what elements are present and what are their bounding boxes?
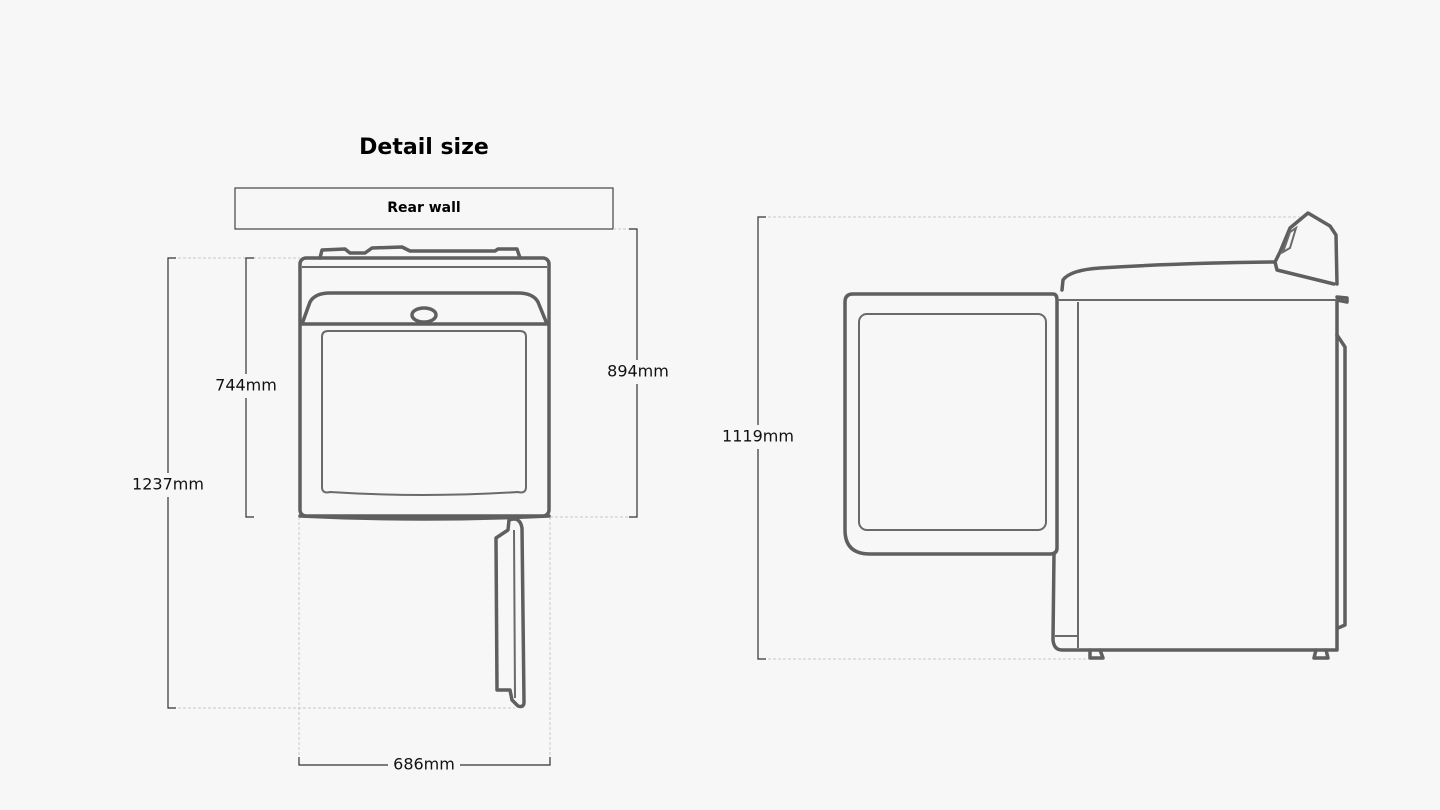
diagram-title: Detail size (359, 135, 489, 160)
dimension-label-894: 894mm (607, 362, 669, 381)
dimension-686: 686mm (298, 753, 551, 777)
dimension-894: 894mm (603, 228, 673, 518)
rear-wall: Rear wall (234, 187, 614, 230)
extension-lines (168, 216, 1300, 765)
washer-side-view (843, 211, 1349, 660)
foot-front (1088, 648, 1105, 660)
dimension-1119: 1119mm (720, 216, 796, 660)
knob-icon (410, 306, 438, 324)
rear-wall-label: Rear wall (387, 200, 460, 216)
washer-top-view (298, 245, 551, 709)
dimension-label-744: 744mm (215, 376, 277, 395)
dimension-744: 744mm (212, 257, 282, 518)
dimension-label-686: 686mm (393, 755, 455, 774)
dimension-label-1119: 1119mm (722, 427, 794, 446)
foot-rear (1312, 648, 1330, 660)
dimension-label-1237: 1237mm (132, 475, 204, 494)
dimension-1237: 1237mm (130, 257, 206, 709)
